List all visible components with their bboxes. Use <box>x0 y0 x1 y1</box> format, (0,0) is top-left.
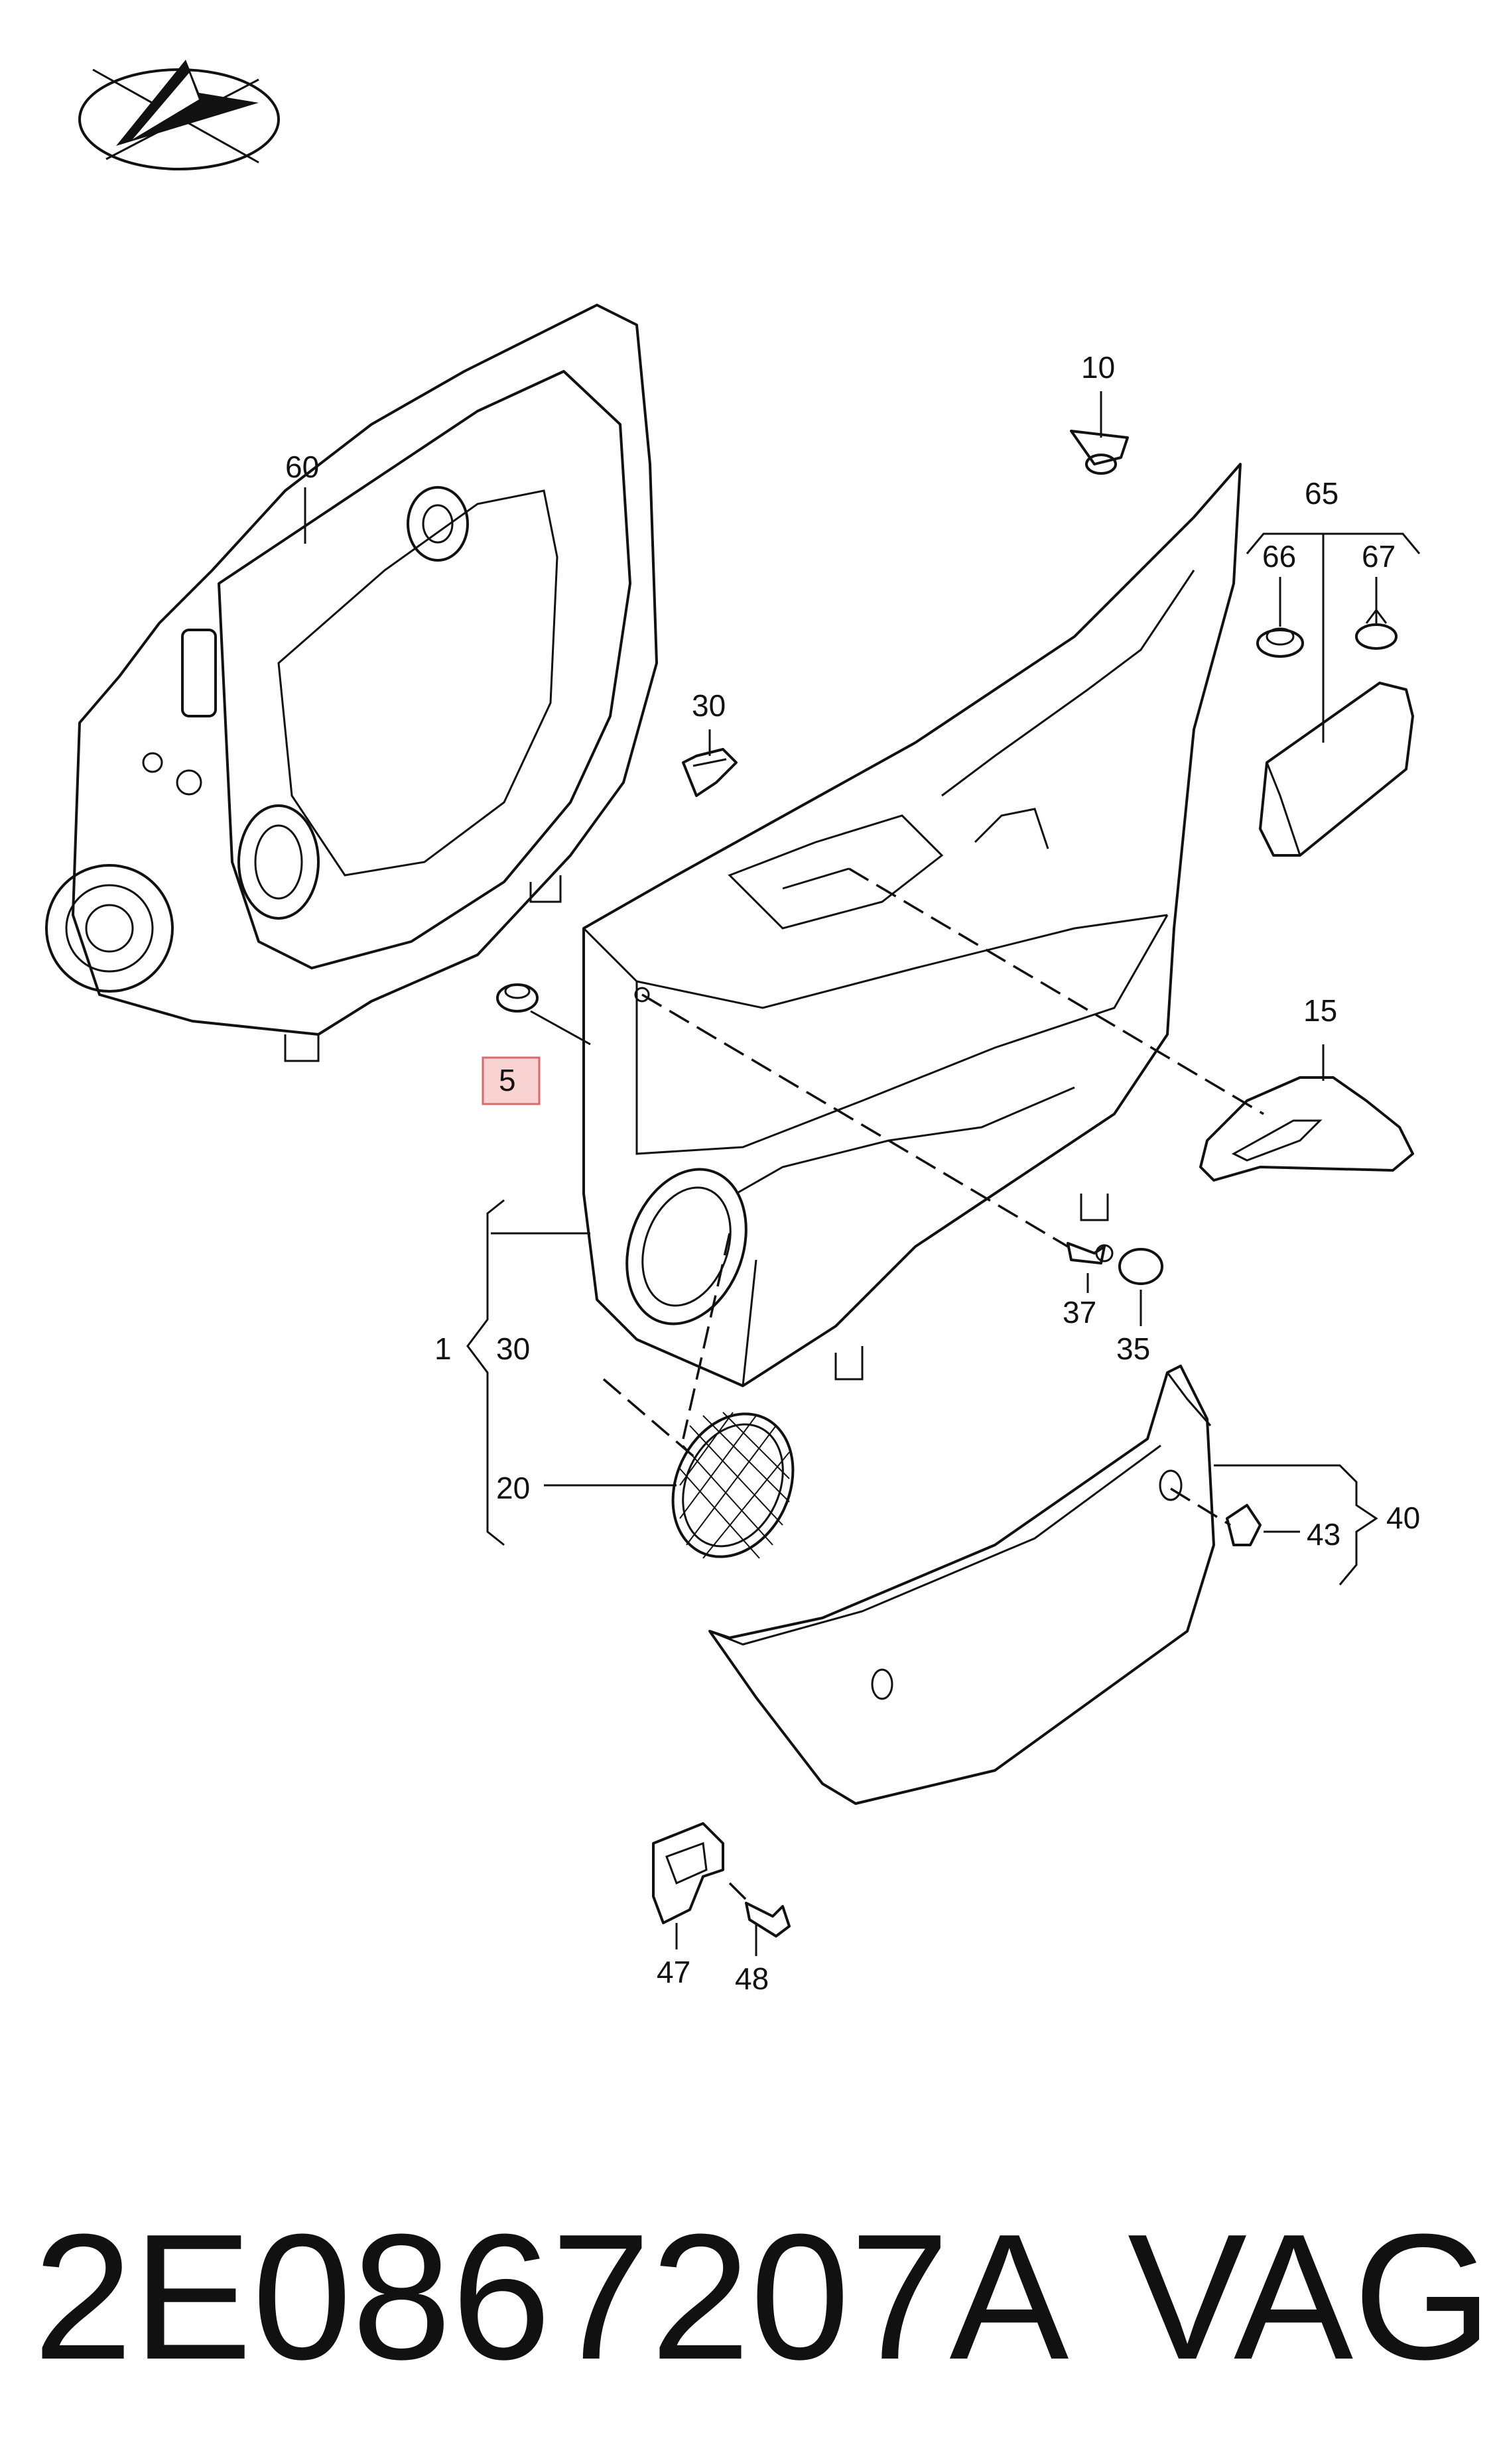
screw-part-43 <box>1226 1504 1262 1546</box>
handle-bracket-part-30 <box>682 748 738 797</box>
label-60: 60 <box>285 450 319 484</box>
label-67: 67 <box>1362 539 1396 574</box>
screw-part-48 <box>745 1902 791 1938</box>
cap-part-35 <box>1118 1248 1163 1285</box>
label-35: 35 <box>1116 1331 1150 1366</box>
highlight-box-5 <box>482 1056 541 1105</box>
logo-icon <box>78 60 280 170</box>
label-65: 65 <box>1305 476 1338 511</box>
lower-trim-part-40 <box>708 1365 1215 1805</box>
label-1: 1 <box>434 1331 452 1366</box>
label-43: 43 <box>1307 1517 1340 1552</box>
label-47: 47 <box>657 1955 690 1989</box>
clip-part-10 <box>1070 430 1129 475</box>
armrest-part-65 <box>1259 682 1414 857</box>
door-membrane-part-60 <box>45 304 658 1062</box>
label-30-upper: 30 <box>692 688 726 723</box>
label-48: 48 <box>735 1961 769 1996</box>
brand-name: VAG <box>1128 2197 1493 2397</box>
label-15: 15 <box>1303 993 1337 1028</box>
label-20: 20 <box>496 1471 530 1505</box>
screw-part-37 <box>1067 1242 1114 1264</box>
label-37: 37 <box>1063 1295 1096 1329</box>
speaker-grille-part-20 <box>671 1412 795 1559</box>
clip-part-5 <box>496 983 539 1013</box>
label-30-lower: 30 <box>496 1331 530 1366</box>
part-number: 2E0867207A <box>33 2197 1069 2397</box>
label-40: 40 <box>1386 1501 1420 1535</box>
label-5: 5 <box>499 1063 516 1097</box>
grab-handle-part-15 <box>1199 1076 1414 1182</box>
bracket-part-47 <box>652 1822 724 1924</box>
clip-part-66 <box>1256 627 1304 658</box>
door-trim-panel <box>582 463 1242 1387</box>
label-66: 66 <box>1262 539 1296 574</box>
label-10: 10 <box>1081 350 1115 385</box>
